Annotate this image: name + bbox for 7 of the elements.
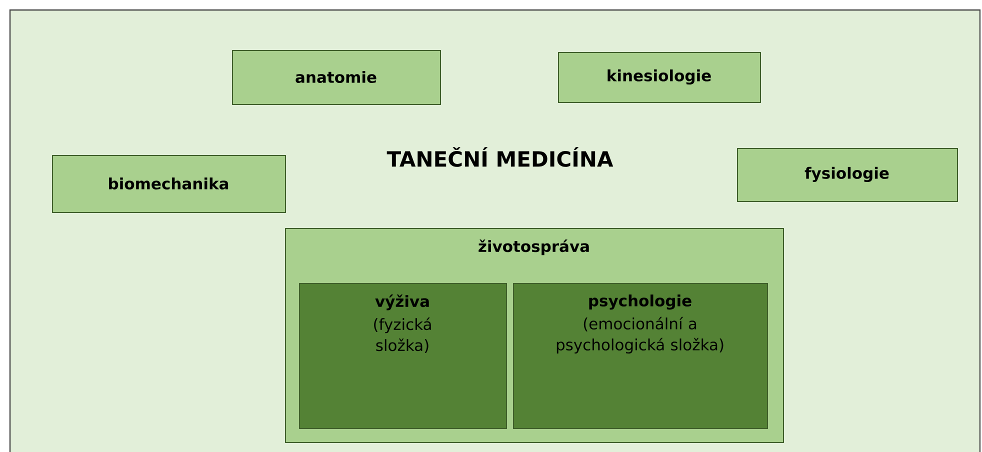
topic-box: anatomie [232,50,441,105]
topic-box: kinesiologie [558,52,761,103]
topic-box: biomechanika [52,155,286,213]
title: TANEČNÍ MEDICÍNA [386,147,614,167]
topic-box: fysiologie [737,148,958,202]
subtopic-box: výživa (fyzická složka) [299,283,507,429]
subtopic-box: psychologie (emocionální a psychologická složka) [513,283,768,429]
